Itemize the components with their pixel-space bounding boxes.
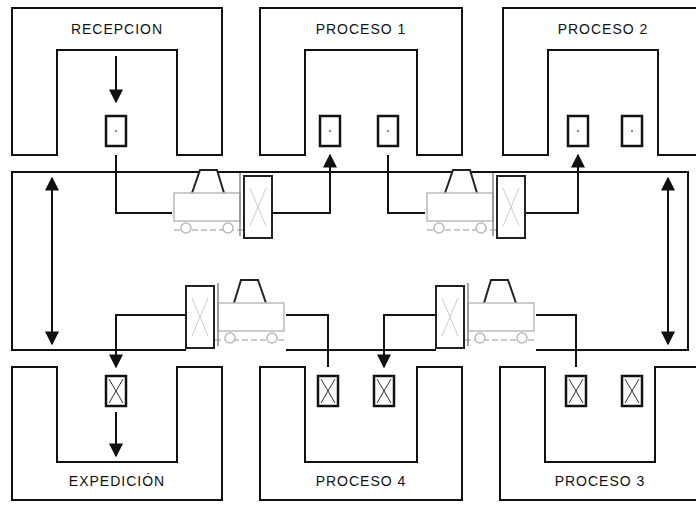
process-bay: PROCESO 2 <box>503 8 696 155</box>
bay-title: RECEPCION <box>71 21 163 37</box>
process-bay: PROCESO 3 <box>500 367 696 500</box>
process-bay: PROCESO 4 <box>260 367 462 500</box>
bay-title: PROCESO 1 <box>316 21 407 37</box>
bay-title: PROCESO 2 <box>558 21 649 37</box>
bay-title: EXPEDICIÓN <box>69 473 165 489</box>
process-bay: PROCESO 1 <box>260 8 462 155</box>
bay-title: PROCESO 4 <box>316 473 407 489</box>
bay-title: PROCESO 3 <box>555 473 646 489</box>
process-bay: EXPEDICIÓN <box>12 367 222 500</box>
process-bay: RECEPCION <box>12 8 222 155</box>
